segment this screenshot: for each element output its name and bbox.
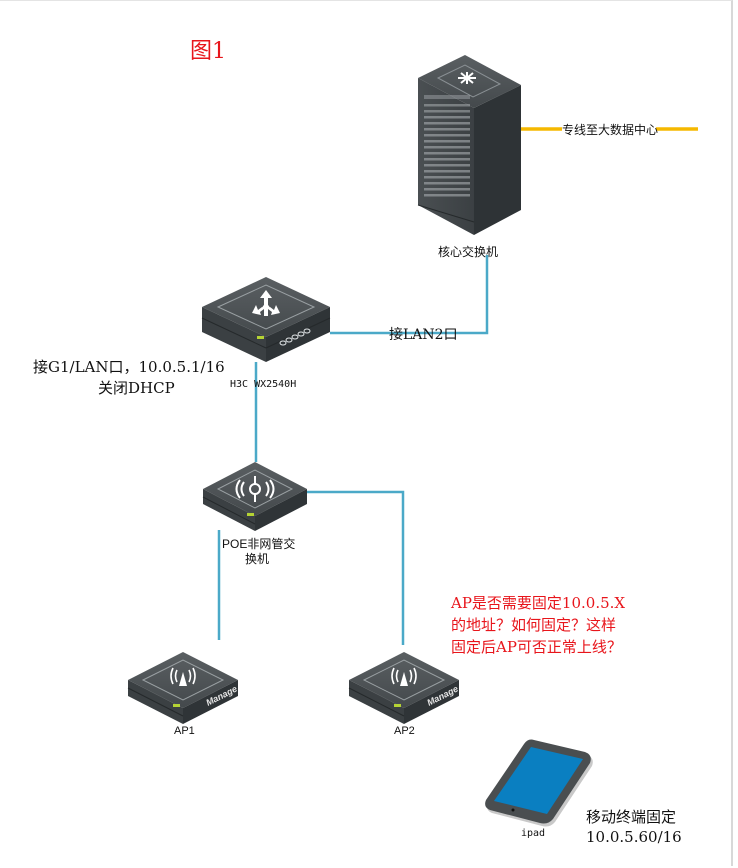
poe-switch-label-line2: 换机: [245, 552, 270, 566]
ipad-label: ipad: [521, 828, 546, 839]
figure-title: 图1: [190, 39, 226, 64]
ac-controller-icon[interactable]: [201, 277, 331, 362]
core-switch-label: 核心交换机: [438, 245, 499, 259]
datacenter-link-label: 专线至大数据中心: [562, 123, 659, 137]
poe-switch-label-line1: POE非网管交: [222, 537, 296, 551]
question-annotation-line1: AP是否需要固定10.0.5.X: [451, 594, 626, 612]
poe-switch-icon[interactable]: [202, 462, 307, 531]
ap1-icon[interactable]: Manage: [127, 652, 239, 724]
link-core-to-ac: [330, 255, 489, 335]
ac-config-annotation-line2: 关闭DHCP: [98, 379, 175, 397]
ap2-icon[interactable]: Manage: [348, 652, 460, 724]
terminal-annotation-line1: 移动终端固定: [586, 808, 677, 826]
ap1-label: AP1: [174, 725, 195, 737]
link-poe-to-ap2: [306, 490, 405, 645]
ipad-icon[interactable]: [485, 739, 593, 827]
question-annotation-line3: 固定后AP可否正常上线？: [451, 638, 622, 656]
terminal-annotation-line2: 10.0.5.60/16: [586, 828, 682, 846]
core-switch-icon[interactable]: [417, 55, 521, 235]
question-annotation-line2: 的地址？如何固定？这样: [451, 616, 617, 634]
ac-config-annotation-line1: 接G1/LAN口，10.0.5.1/16: [33, 358, 225, 376]
lan2-link-label: 接LAN2口: [389, 327, 458, 343]
ap2-label: AP2: [394, 725, 415, 737]
link-lines: [217, 127, 698, 645]
ac-controller-label: H3C WX2540H: [230, 379, 297, 390]
